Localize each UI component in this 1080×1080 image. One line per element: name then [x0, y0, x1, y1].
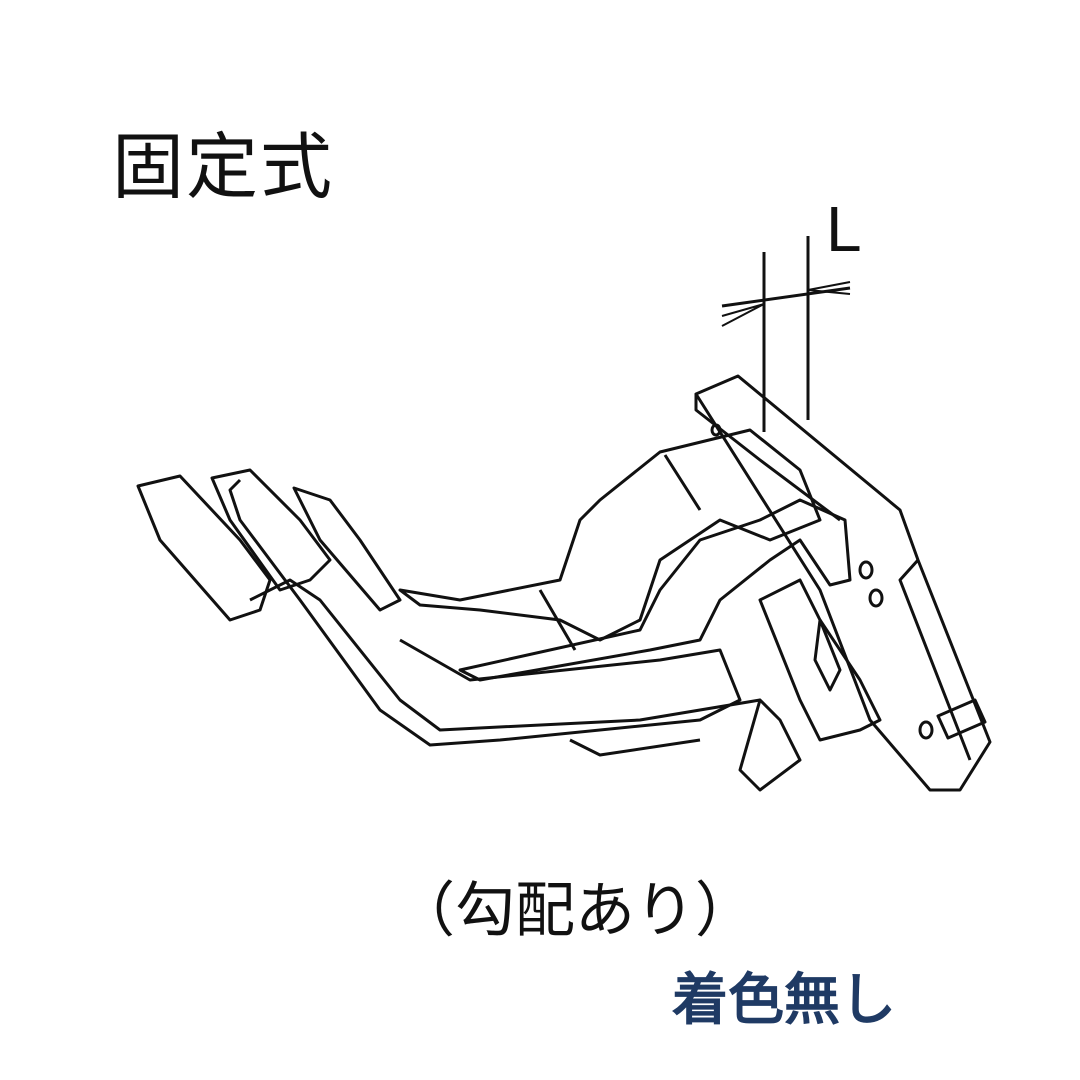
caption: （勾配あり） — [395, 876, 755, 946]
type-title: 固定式 — [112, 125, 335, 209]
bracket-body — [136, 428, 882, 792]
dimension-lines — [721, 236, 851, 432]
dimension-label: L — [826, 193, 862, 265]
color-note: 着色無し — [672, 968, 896, 1033]
